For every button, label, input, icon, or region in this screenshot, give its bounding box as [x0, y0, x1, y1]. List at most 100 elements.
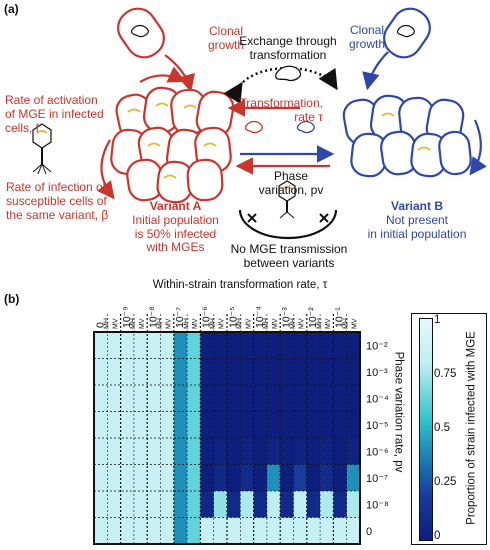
- heatmap-cell: [173, 517, 188, 545]
- heatmap-cell: [293, 438, 308, 465]
- heatmap-cell: [266, 464, 281, 492]
- dna-fragment-icon: [275, 65, 302, 82]
- heatmap-x-title: Within-strain transformation rate, τ: [152, 279, 328, 291]
- heatmap-cell: [253, 411, 268, 439]
- heatmap-cell: [94, 332, 108, 359]
- heatmap-cell: [280, 332, 294, 359]
- heatmap-cell: [133, 438, 148, 465]
- heatmap-cell: [213, 464, 228, 492]
- heatmap-cell: [227, 438, 241, 465]
- heatmap-cell: [200, 411, 214, 439]
- pv-row-label: 10⁻⁶: [366, 446, 389, 458]
- heatmap-cell: [200, 491, 214, 518]
- heatmap-cell: [173, 385, 188, 412]
- tau-label: 10⁻⁵: [227, 306, 239, 328]
- heatmap-cell: [187, 385, 201, 412]
- heatmap-cell: [187, 332, 201, 359]
- heatmap-cell: [333, 411, 347, 439]
- heatmap-cell: [107, 464, 121, 492]
- heatmap-cell: [306, 358, 321, 386]
- heatmap-cell: [133, 385, 148, 412]
- colorbar-tick-0: 0: [434, 530, 441, 542]
- heatmap-cell: [293, 332, 308, 359]
- heatmap-cell: [293, 517, 308, 545]
- heatmap-cell: [320, 411, 334, 439]
- mode-label: MV: [192, 318, 199, 329]
- heatmap-cell: [280, 438, 294, 465]
- heatmap-cell: [346, 385, 361, 412]
- tau-label: 10⁻²: [307, 307, 319, 328]
- mode-label: MH: [183, 318, 190, 329]
- heatmap-cell: [133, 358, 148, 386]
- transformation-rate-label: Transformation,rate τ: [239, 96, 323, 124]
- clonal-growth-arrow-a: [164, 54, 195, 93]
- heatmap-cell: [280, 464, 294, 492]
- colorbar-box: [411, 313, 487, 545]
- pv-row-label: 10⁻²: [366, 340, 388, 352]
- colorbar-tick-05: 0.5: [434, 422, 450, 434]
- heatmap-cell: [280, 411, 294, 439]
- heatmap-cell: [213, 358, 228, 386]
- heatmap-cell: [266, 517, 281, 545]
- mode-label: MV: [352, 318, 359, 329]
- heatmap-cell: [306, 464, 321, 492]
- heatmap-cell: [133, 332, 148, 359]
- heatmap-cell: [280, 517, 294, 545]
- heatmap-cell: [213, 385, 228, 412]
- heatmap-cell: [240, 464, 254, 492]
- block-x-right: [319, 213, 329, 223]
- heatmap-cell: [187, 358, 201, 386]
- heatmap-cell: [266, 358, 281, 386]
- heatmap-cell: [280, 491, 294, 518]
- pv-row-label: 10⁻⁷: [366, 473, 388, 485]
- block-x-left: [247, 213, 257, 223]
- variant-b-cluster: [342, 94, 472, 178]
- heatmap-cell: [333, 385, 347, 412]
- heatmap-cell: [306, 438, 321, 465]
- dna-fragment-b: [296, 120, 315, 134]
- heatmap-cell: [306, 517, 321, 545]
- pv-row-label: 0: [366, 526, 372, 538]
- heatmap-cell: [120, 385, 135, 412]
- heatmap-cell: [107, 385, 121, 412]
- heatmap-cell: [253, 517, 268, 545]
- mode-label: MV: [139, 318, 146, 329]
- tau-label: 10⁻⁸: [148, 306, 160, 328]
- heatmap-cell: [160, 491, 175, 518]
- heatmap-cell: [320, 438, 334, 465]
- heatmap-cell: [133, 517, 148, 545]
- heatmap-cell: [160, 464, 175, 492]
- heatmap-cell: [120, 464, 135, 492]
- mode-label: MH: [290, 318, 297, 329]
- colorbar-tick-075: 0.75: [434, 368, 457, 380]
- heatmap-cell: [173, 464, 188, 492]
- infection-arrow-b: [469, 119, 487, 176]
- heatmap-cell: [320, 491, 334, 518]
- heatmap-cell: [333, 332, 347, 359]
- clonal-cell-b: [383, 7, 431, 59]
- heatmap-cell: [240, 358, 254, 386]
- heatmap-cell: [160, 358, 175, 386]
- heatmap-cell: [227, 385, 241, 412]
- heatmap-cell: [120, 358, 135, 386]
- heatmap-cell: [293, 411, 308, 439]
- heatmap-cell: [266, 385, 281, 412]
- tau-label: 10⁻⁴: [254, 306, 266, 328]
- heatmap-cell: [94, 358, 108, 386]
- heatmap-cell: [147, 438, 161, 465]
- heatmap-cell: [227, 358, 241, 386]
- colorbar-tick-025: 0.25: [434, 476, 457, 488]
- mode-label: MH: [130, 318, 137, 329]
- heatmap-y-title: Phase variation rate, pv: [392, 351, 405, 473]
- mode-label: MV: [272, 318, 279, 329]
- phage-icon-center: [278, 180, 296, 219]
- heatmap-cell: [346, 358, 361, 386]
- heatmap-cell: [227, 491, 241, 518]
- heatmap-cell: [320, 358, 334, 386]
- mode-label: MV: [165, 318, 172, 329]
